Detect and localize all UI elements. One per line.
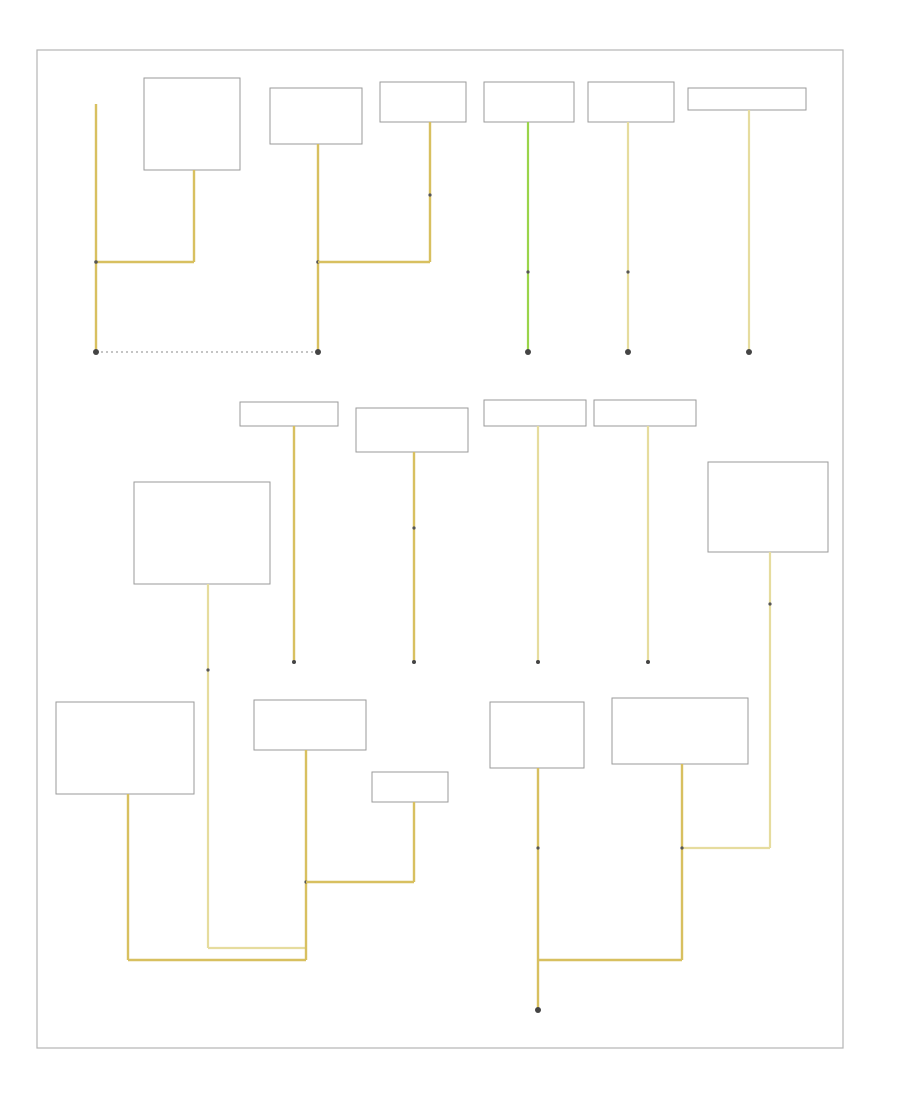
component-box-mid-6 [707, 461, 829, 553]
connector-node [526, 270, 530, 274]
component-box-mid-2 [355, 407, 469, 453]
ground-point-symbol [93, 349, 99, 355]
component-box-top-7 [687, 87, 807, 111]
ground-point-symbol [536, 660, 540, 664]
connector-node [428, 193, 432, 197]
splice-node [94, 260, 98, 264]
connector-node [536, 846, 540, 850]
ground-point-symbol [535, 1007, 541, 1013]
component-box-top-2 [143, 77, 241, 171]
ground-point-symbol [525, 349, 531, 355]
component-box-bot-1 [55, 701, 195, 795]
ground-point-symbol [625, 349, 631, 355]
component-box-mid-4 [593, 399, 697, 427]
connector-node [206, 668, 210, 672]
component-box-mid-3 [483, 399, 587, 427]
component-box-bot-2 [253, 699, 367, 751]
component-box-mid-5 [133, 481, 271, 585]
ground-point-symbol [292, 660, 296, 664]
splice-node [680, 846, 684, 850]
component-box-top-5 [483, 81, 575, 123]
ground-point-symbol [315, 349, 321, 355]
component-box-top-3 [269, 87, 363, 145]
component-box-top-6 [587, 81, 675, 123]
ground-point-symbol [746, 349, 752, 355]
diagram-frame [36, 49, 844, 1049]
bottom-section [55, 697, 770, 1013]
ground-point-symbol [412, 660, 416, 664]
top-section [93, 77, 807, 355]
connector-node [412, 526, 416, 530]
connector-node [768, 602, 772, 606]
component-box-top-4 [379, 81, 467, 123]
component-box-bot-5 [611, 697, 749, 765]
connector-node [626, 270, 630, 274]
component-box-mid-1 [239, 401, 339, 427]
middle-section [133, 399, 829, 948]
ground-point-symbol [646, 660, 650, 664]
component-box-bot-4 [489, 701, 585, 769]
component-box-bot-3 [371, 771, 449, 803]
